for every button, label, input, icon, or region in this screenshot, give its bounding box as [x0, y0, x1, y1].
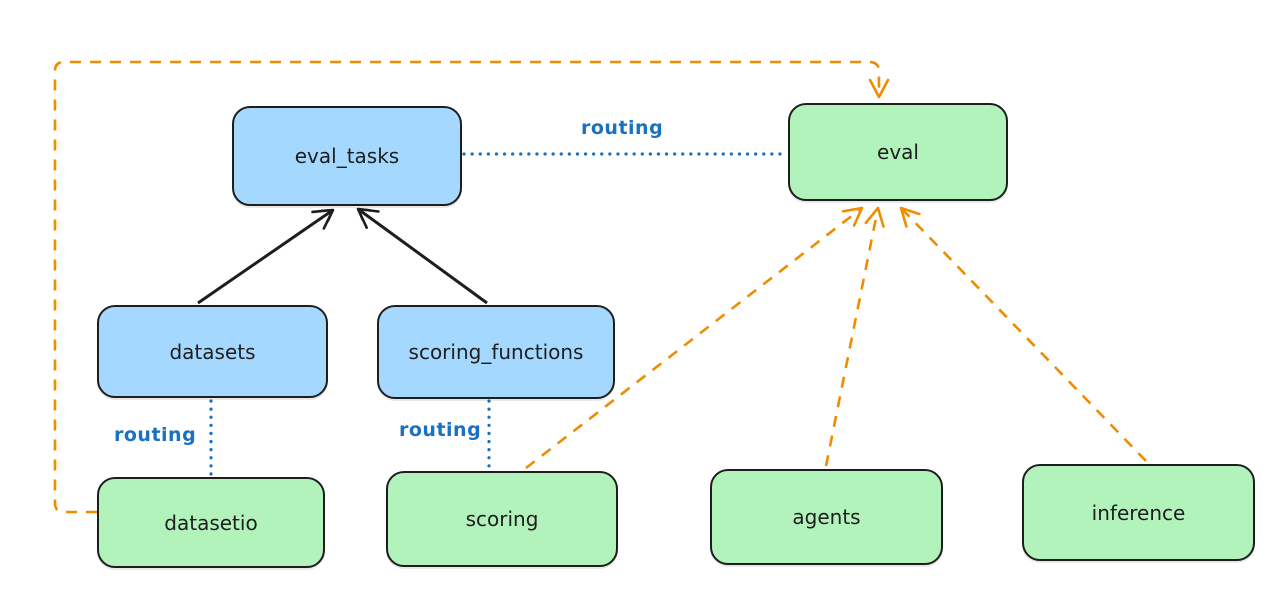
routing-label-scoring-functions-scoring: routing [399, 419, 482, 441]
node-inference-label: inference [1091, 500, 1186, 525]
node-datasets: datasets [97, 305, 328, 398]
node-inference: inference [1022, 464, 1255, 561]
node-eval-label: eval [877, 140, 919, 164]
edge-datasetio-to-eval [53, 60, 890, 514]
node-eval: eval [788, 103, 1008, 201]
node-agents-label: agents [792, 505, 861, 529]
node-scoring: scoring [386, 471, 618, 567]
node-eval-tasks-label: eval_tasks [294, 144, 400, 168]
edge-agents-to-eval [824, 206, 885, 467]
routing-label-eval-tasks-eval: routing [581, 117, 664, 139]
node-scoring-label: scoring [465, 507, 539, 531]
node-datasetio-label: datasetio [164, 510, 258, 535]
node-scoring-functions-label: scoring_functions [408, 340, 584, 364]
node-datasetio: datasetio [97, 477, 325, 568]
edge-datasets-to-eval-tasks [197, 208, 335, 305]
routing-label-datasets-datasetio: routing [114, 424, 197, 446]
node-eval-tasks: eval_tasks [232, 106, 462, 206]
edge-scoring-to-eval [525, 206, 864, 470]
node-scoring-functions: scoring_functions [377, 305, 615, 399]
node-datasets-label: datasets [169, 339, 256, 364]
edge-inference-to-eval [899, 206, 1147, 462]
edge-scoring-functions-to-eval-tasks [356, 207, 488, 305]
node-agents: agents [710, 469, 943, 565]
